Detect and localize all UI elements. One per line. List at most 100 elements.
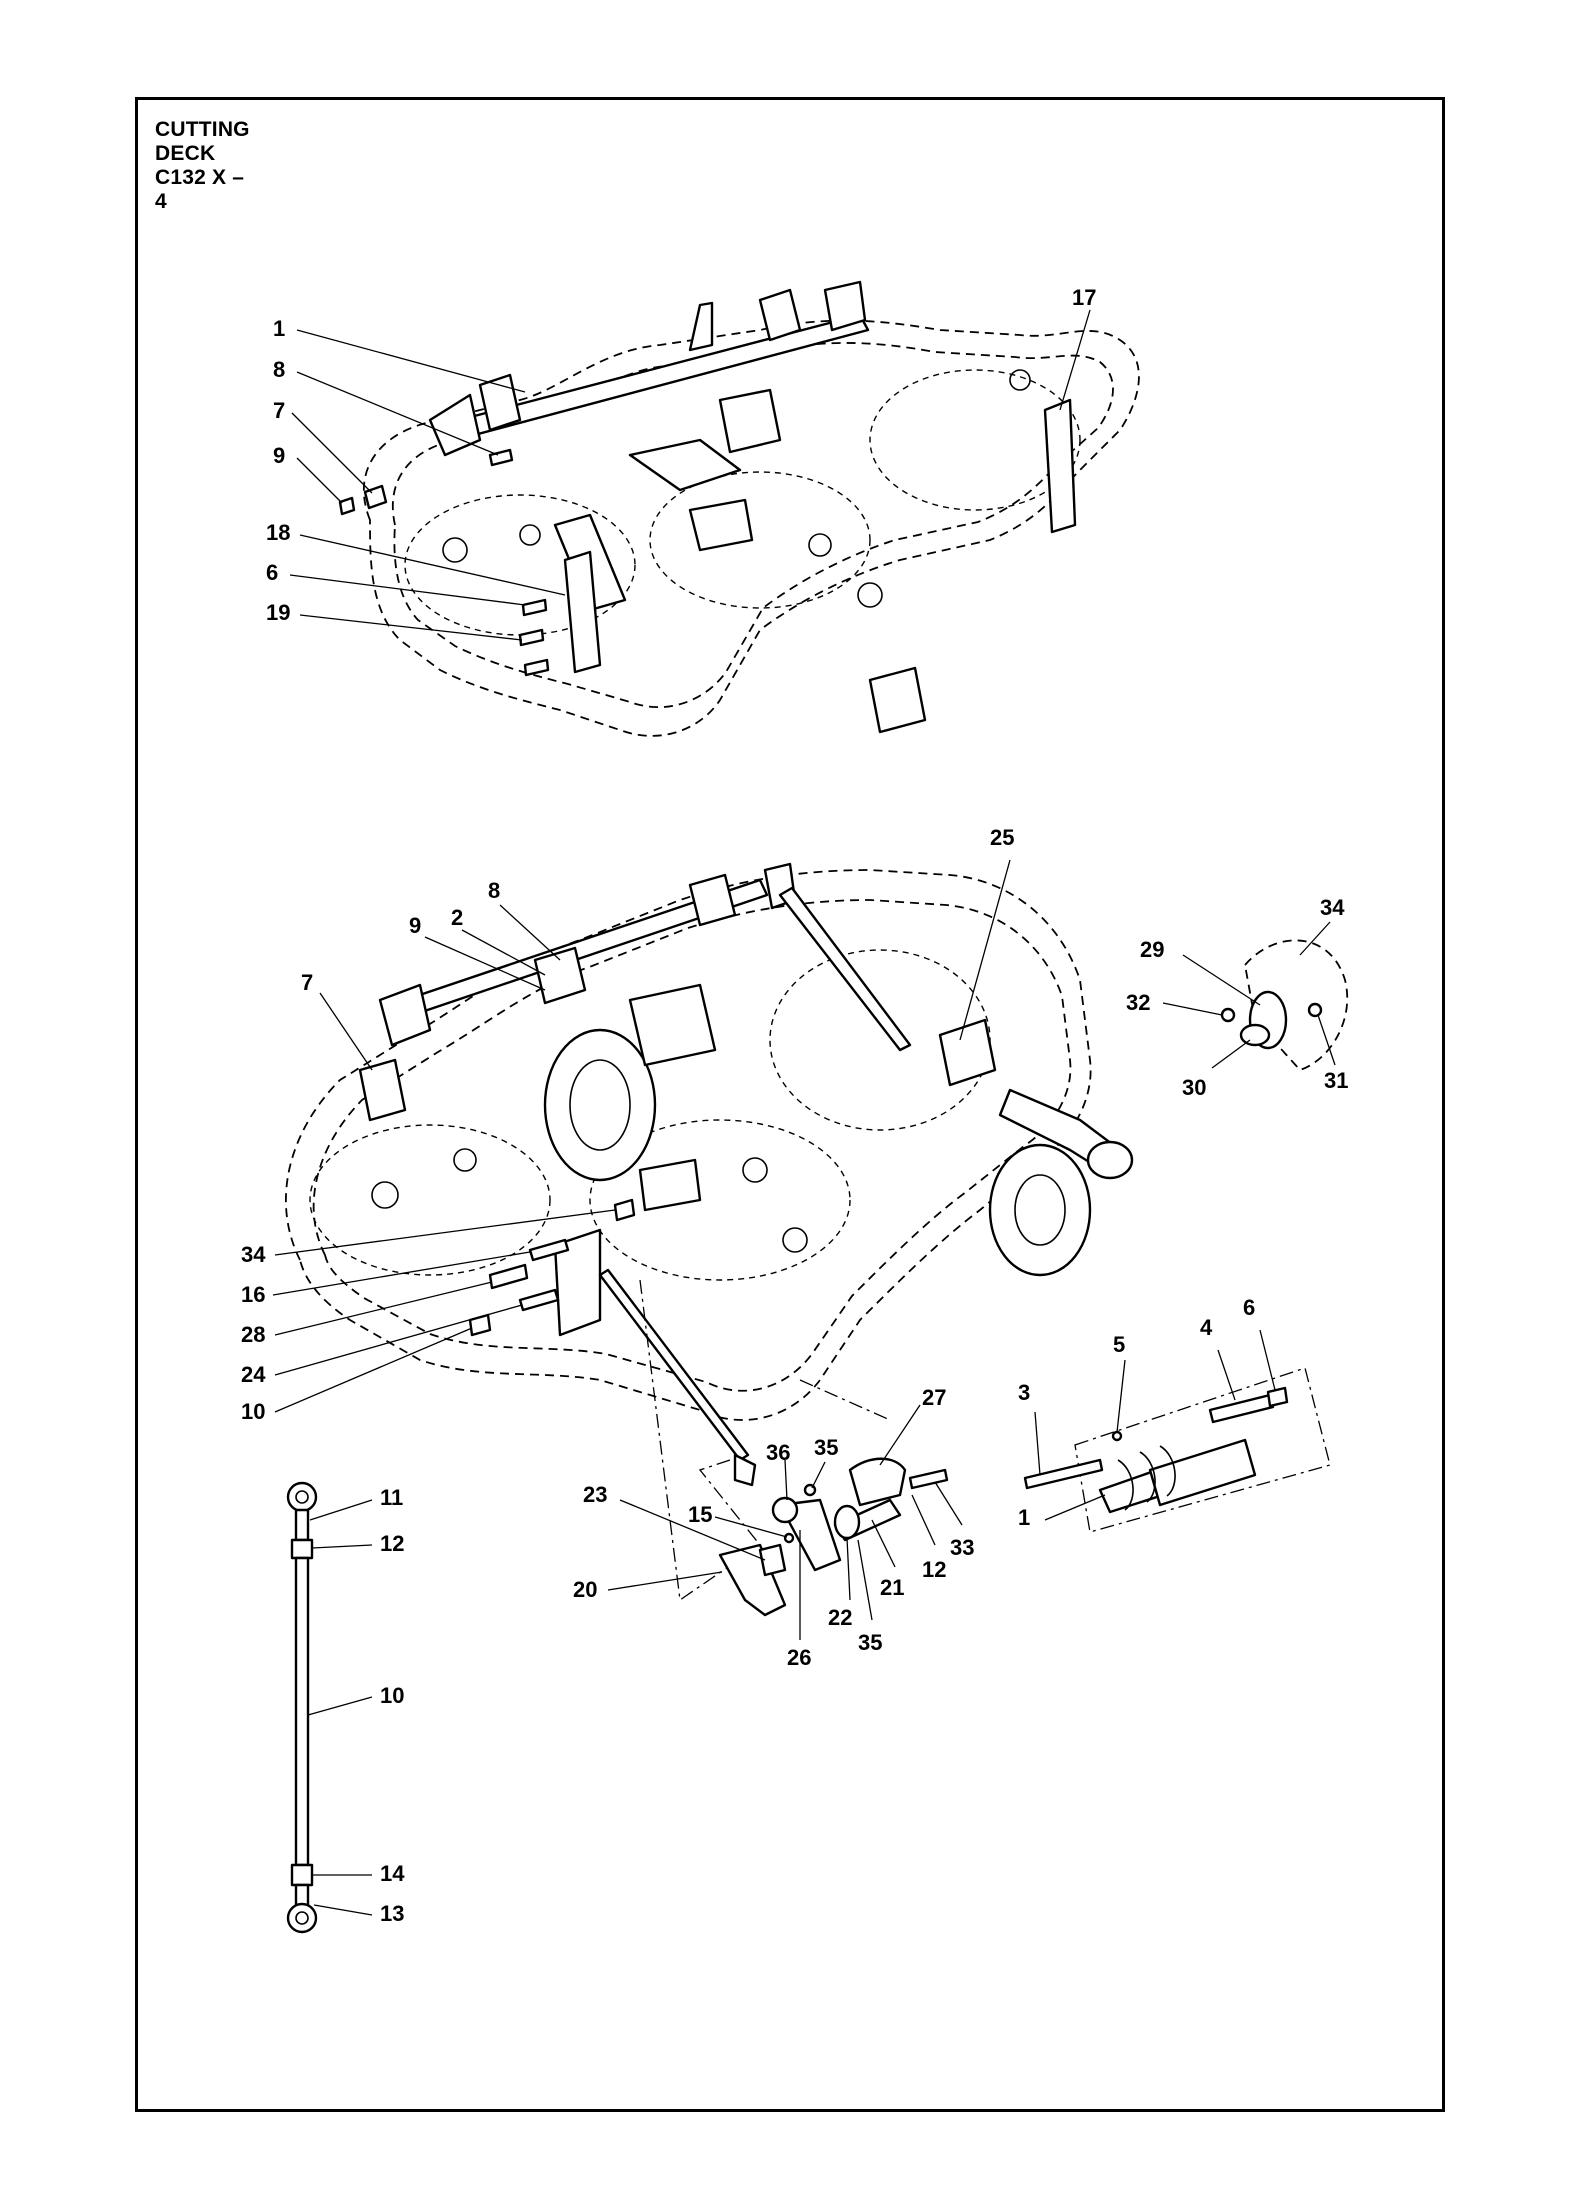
top-front-bracket-plate [563, 550, 602, 674]
callout-mech-33: 33 [950, 1535, 974, 1560]
top-spindle-far [1009, 369, 1031, 391]
middle-deck-outline-inner [312, 899, 1072, 1392]
middle-rear-link-arm [778, 886, 912, 1052]
leader-mid-7 [319, 992, 373, 1071]
callout-rod-11: 11 [380, 1485, 403, 1510]
callout-mid-7: 7 [301, 970, 313, 995]
middle-bracket-34 [613, 1198, 636, 1222]
knob-screw-31 [1307, 1002, 1323, 1018]
middle-rear-bracket [938, 1018, 997, 1087]
mechanism-spacer-36 [771, 1496, 799, 1524]
top-blade-housing-center [649, 471, 871, 609]
rod-body [294, 1556, 310, 1867]
callout-mech-20: 20 [573, 1577, 597, 1602]
callout-mid-25: 25 [990, 825, 1014, 850]
top-deck-assembly [338, 280, 1140, 737]
callout-mech-27: 27 [922, 1385, 946, 1410]
callout-mech-23: 23 [583, 1482, 607, 1507]
middle-pin-28 [488, 1263, 529, 1290]
callout-top-19: 19 [266, 600, 290, 625]
top-bolt-19b [523, 658, 550, 677]
callout-top-8: 8 [273, 357, 285, 382]
diagram-title: CUTTING DECK C132 X – 4 [155, 118, 250, 213]
top-rear-bracket [628, 438, 742, 492]
leader-top-19 [299, 614, 523, 641]
leader-mech-15 [714, 1516, 788, 1538]
middle-spindle-mid [453, 1148, 477, 1172]
shaft-detail [1023, 1367, 1331, 1533]
leader-shaft-6 [1259, 1329, 1276, 1391]
leader-mid-24 [274, 1304, 523, 1376]
leader-mech-27 [879, 1404, 921, 1466]
mechanism-bolt-33 [908, 1468, 949, 1490]
callout-detail-31: 31 [1324, 1068, 1348, 1093]
callout-shaft-6: 6 [1243, 1295, 1255, 1320]
leader-detail-30 [1211, 1039, 1251, 1069]
shaft-detail-ring-c [1159, 1445, 1176, 1497]
callout-top-6: 6 [266, 560, 278, 585]
leader-rod-11 [309, 1499, 373, 1521]
leader-mech-12 [911, 1494, 936, 1546]
middle-spindle-right [782, 1227, 808, 1253]
callout-shaft-5: 5 [1113, 1332, 1125, 1357]
leader-rod-13 [313, 1904, 373, 1916]
leader-shaft-5 [1116, 1359, 1126, 1433]
callout-mech-26: 26 [787, 1645, 811, 1670]
top-lift-arm-right [758, 288, 802, 342]
top-bolt-19a [518, 628, 545, 647]
callout-top-9: 9 [273, 443, 285, 468]
mechanism-plate-20 [718, 1543, 787, 1617]
leader-shaft-4 [1217, 1349, 1236, 1401]
callout-rod-13: 13 [380, 1901, 404, 1926]
middle-gearbox [628, 983, 717, 1067]
leader-mid-16 [272, 1251, 531, 1296]
leader-mech-35a [811, 1461, 826, 1489]
callout-mech-36: 36 [766, 1440, 790, 1465]
top-center-block [688, 498, 754, 552]
middle-lift-arm-left [378, 983, 432, 1047]
callout-mid-8: 8 [488, 878, 500, 903]
middle-front-plate [553, 1228, 602, 1337]
callout-mech-21: 21 [880, 1575, 904, 1600]
leader-mid-8 [499, 904, 561, 961]
leader-top-8 [296, 371, 499, 456]
shaft-detail-ring-a [1117, 1459, 1134, 1511]
top-blade-housing-right [869, 369, 1081, 511]
top-front-roller-bracket [868, 666, 927, 734]
callout-mid-34: 34 [241, 1242, 266, 1267]
callout-mech-22: 22 [828, 1605, 852, 1630]
leader-detail-32 [1162, 1002, 1223, 1016]
leader-mid-9 [424, 936, 546, 991]
callout-detail-32: 32 [1126, 990, 1150, 1015]
rod-upper-nut [290, 1538, 314, 1560]
leader-detail-29 [1182, 954, 1261, 1006]
middle-spring-24 [518, 1288, 560, 1312]
middle-rod-end-eye [733, 1453, 757, 1487]
middle-left-wheel [543, 1028, 657, 1182]
callout-shaft-1: 1 [1018, 1505, 1030, 1530]
callout-rod-14: 14 [380, 1861, 405, 1886]
callout-mech-35b: 35 [858, 1630, 882, 1655]
leader-top-17 [1059, 309, 1091, 411]
middle-left-height-bracket [358, 1058, 407, 1122]
top-spindle-mid [519, 524, 541, 546]
top-lift-lever [688, 301, 714, 352]
shaft-detail-clip-5 [1111, 1430, 1123, 1442]
knob-washer-30 [1239, 1023, 1271, 1047]
leader-mid-10 [274, 1327, 473, 1413]
callout-top-17: 17 [1072, 285, 1096, 310]
callout-mech-35a: 35 [814, 1435, 838, 1460]
middle-right-roller-cap [1086, 1140, 1134, 1180]
knob-pin-32 [1220, 1007, 1236, 1023]
middle-spindle-center [742, 1157, 768, 1183]
top-bolt-8 [488, 448, 514, 467]
middle-link-rod [598, 1268, 750, 1462]
callout-detail-30: 30 [1182, 1075, 1206, 1100]
leader-rod-10 [307, 1696, 373, 1716]
callout-rod-12: 12 [380, 1531, 404, 1556]
top-deck-outline [362, 319, 1140, 737]
height-knob-detail [1220, 939, 1349, 1072]
callout-mid-16: 16 [241, 1282, 265, 1307]
shaft-detail-ring-b [1139, 1451, 1156, 1503]
adjustment-mechanism [639, 1279, 949, 1617]
